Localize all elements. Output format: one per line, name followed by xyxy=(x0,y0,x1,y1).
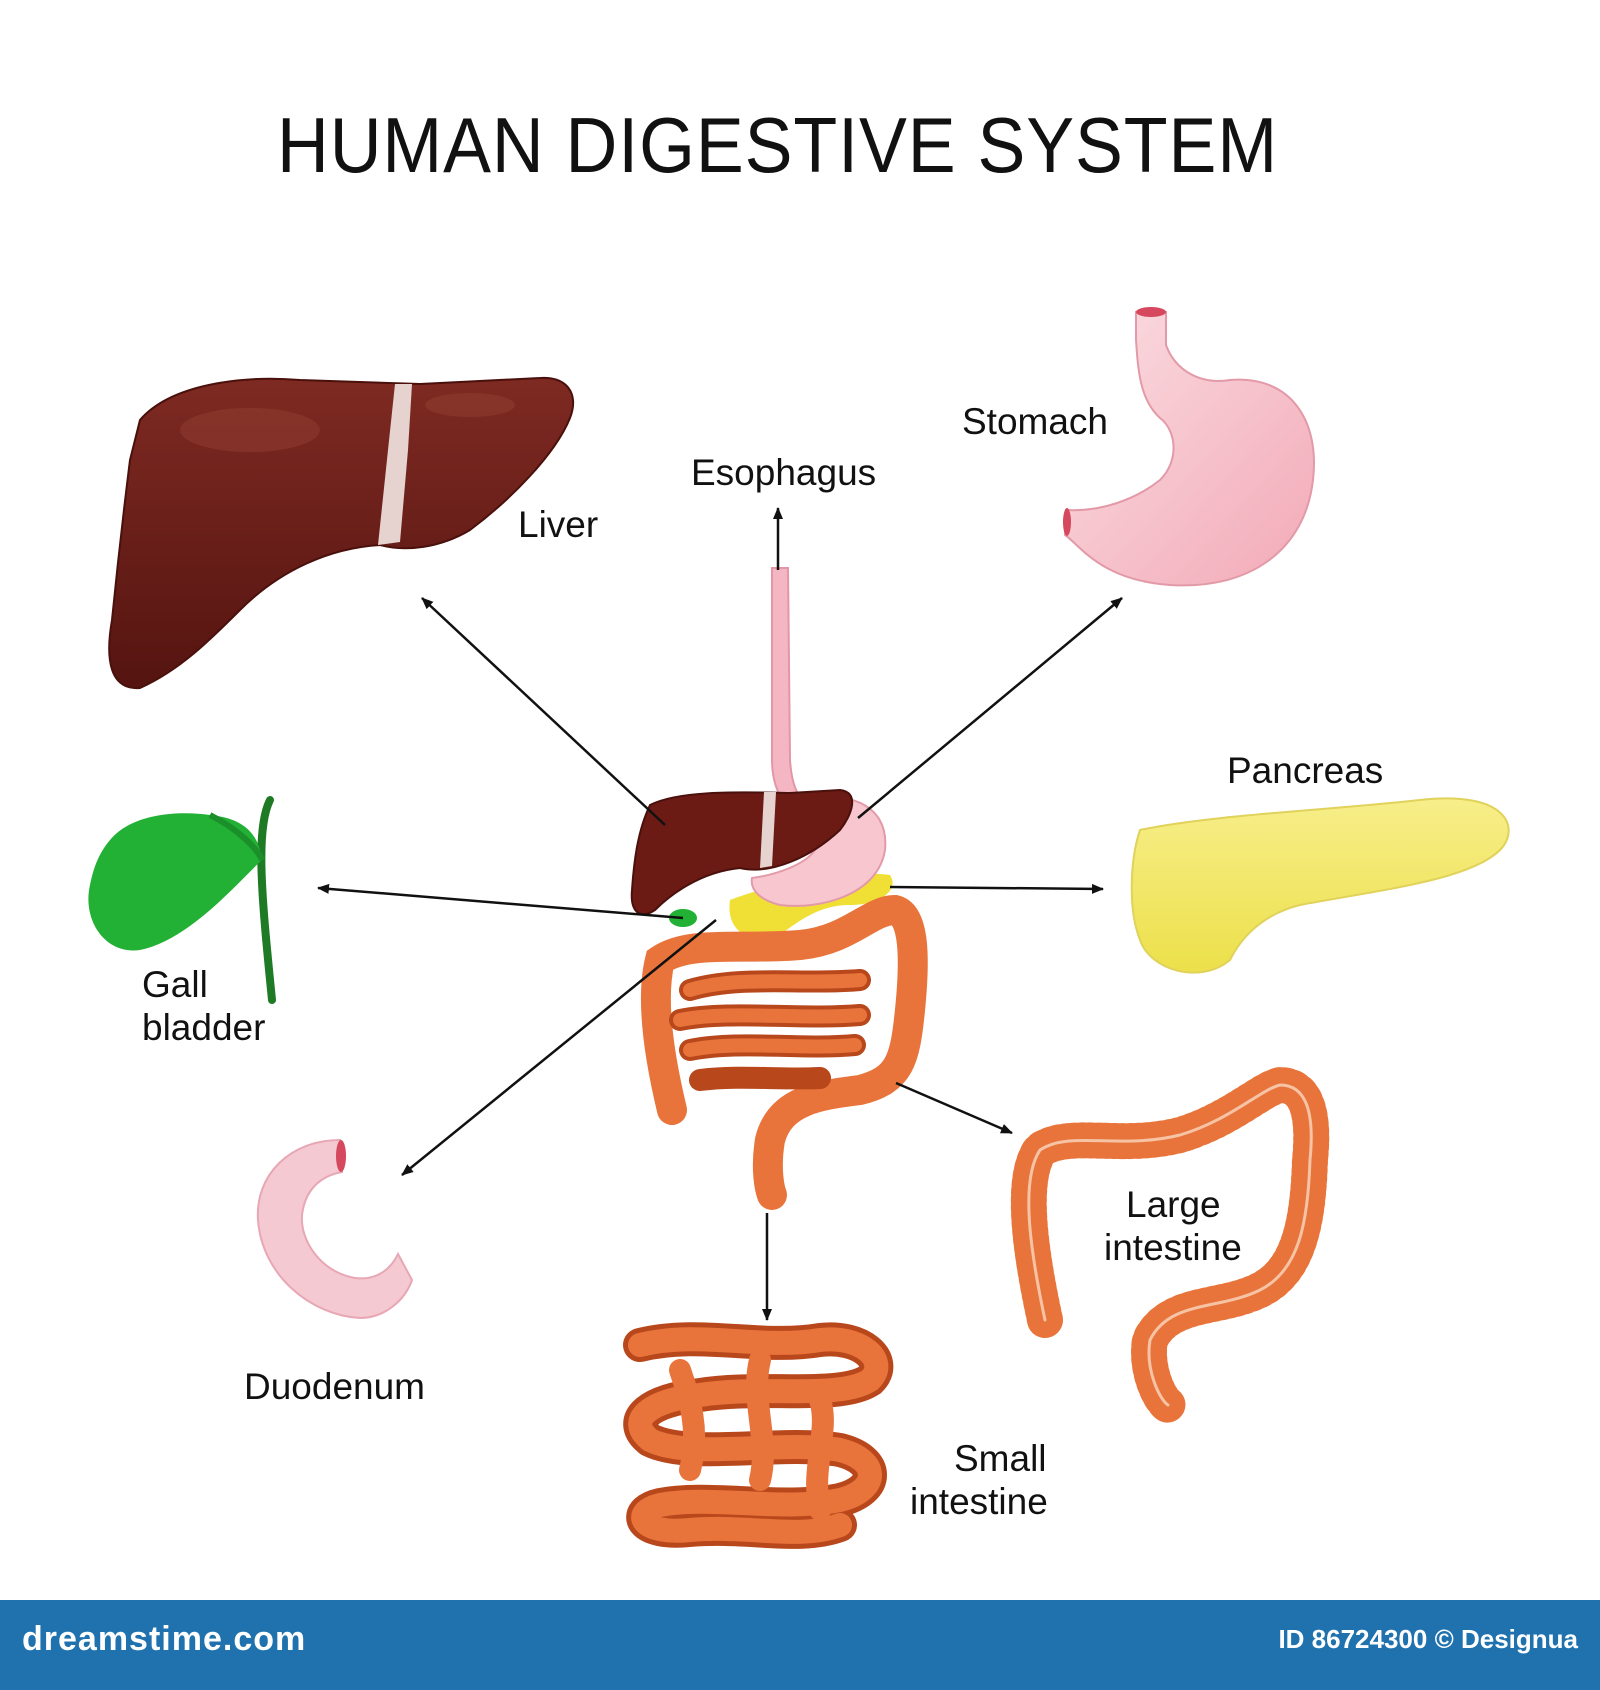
label-stomach: Stomach xyxy=(962,401,1109,442)
label-small-intestine-line2: intestine xyxy=(910,1481,1048,1522)
label-large-intestine-line1: Large xyxy=(1126,1184,1221,1225)
arrow-liver xyxy=(421,597,666,826)
liver-illustration xyxy=(108,376,575,690)
pointer-arrows xyxy=(317,507,1123,1321)
diagram-title: HUMAN DIGESTIVE SYSTEM xyxy=(276,101,1279,189)
central-organs-illustration xyxy=(630,567,928,1210)
footer-site-link[interactable]: dreamstime.com xyxy=(22,1620,307,1658)
arrow-duodenum xyxy=(401,919,717,1176)
pancreas-illustration xyxy=(1130,797,1510,974)
footer-bar: dreamstime.com ID 86724300 © Designua xyxy=(0,1600,1600,1690)
label-pancreas: Pancreas xyxy=(1227,750,1384,791)
arrow-pancreas xyxy=(889,883,1104,894)
arrow-stomach xyxy=(857,597,1123,819)
label-small-intestine-line1: Small xyxy=(954,1438,1047,1479)
duodenum-illustration xyxy=(256,1138,414,1320)
label-large-intestine-line2: intestine xyxy=(1104,1227,1242,1268)
label-duodenum: Duodenum xyxy=(244,1366,426,1407)
stomach-illustration xyxy=(1063,307,1315,587)
large-intestine-illustration xyxy=(1010,1066,1330,1423)
arrow-gall-bladder xyxy=(317,883,684,920)
label-esophagus: Esophagus xyxy=(691,452,877,493)
footer-credit: ID 86724300 © Designua xyxy=(1278,1624,1578,1654)
arrow-large-intestine xyxy=(895,1081,1013,1135)
small-intestine-illustration xyxy=(623,1322,894,1549)
label-gall-bladder-line1: Gall xyxy=(142,964,208,1005)
label-gall-bladder-line2: bladder xyxy=(142,1007,266,1048)
gall-bladder-illustration xyxy=(88,796,276,1004)
label-liver: Liver xyxy=(518,504,599,545)
